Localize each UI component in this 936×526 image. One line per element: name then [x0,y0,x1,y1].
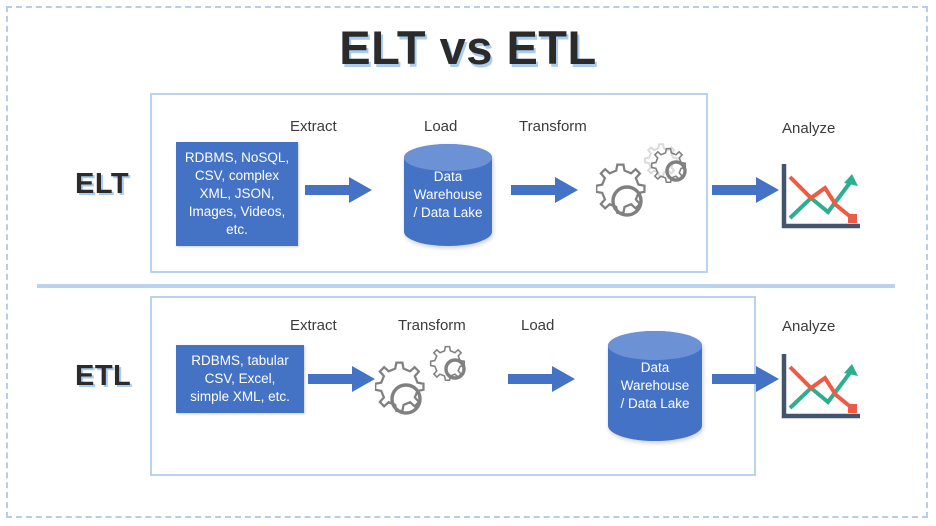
warehouse-cylinder-etl: Data Warehouse / Data Lake [608,331,702,441]
stage-label-elt-load: Load [424,118,458,135]
source-box-etl-text: RDBMS, tabular CSV, Excel, simple XML, e… [190,353,290,404]
cylinder-top-ellipse [608,331,702,360]
analyze-chart-elt [778,160,864,243]
stage-label-etl-transform: Transform [398,317,466,334]
warehouse-label-elt: Data Warehouse / Data Lake [413,168,483,221]
row-label-etl: ETL [75,360,132,392]
arrow-elt-transform [511,175,579,210]
arrow-elt-analyze [712,175,780,210]
analyze-chart-etl [778,350,864,433]
page-title: ELT vs ETL [339,21,597,74]
outer-frame [6,6,928,518]
stage-label-etl-load: Load [521,317,555,334]
stage-label-elt-analyze: Analyze [782,120,836,137]
arrow-elt-extract [305,175,373,210]
cylinder-top-ellipse [404,144,492,171]
stage-label-etl-analyze: Analyze [782,318,836,335]
row-divider [37,284,895,288]
source-box-elt-text: RDBMS, NoSQL, CSV, complex XML, JSON, Im… [184,150,290,237]
gears-icon-etl [374,338,483,443]
stage-label-elt-extract: Extract [290,118,337,135]
arrow-etl-analyze [712,364,780,399]
warehouse-cylinder-elt: Data Warehouse / Data Lake [404,144,492,246]
stage-label-etl-extract: Extract [290,317,337,334]
arrow-etl-load [508,364,576,399]
source-box-etl: RDBMS, tabular CSV, Excel, simple XML, e… [176,345,304,413]
source-box-elt: RDBMS, NoSQL, CSV, complex XML, JSON, Im… [176,142,298,246]
stage-label-elt-transform: Transform [519,118,587,135]
arrow-etl-extract [308,364,376,399]
row-label-elt: ELT [75,168,130,200]
gears-icon-elt [595,140,704,245]
warehouse-label-etl: Data Warehouse / Data Lake [620,359,690,412]
